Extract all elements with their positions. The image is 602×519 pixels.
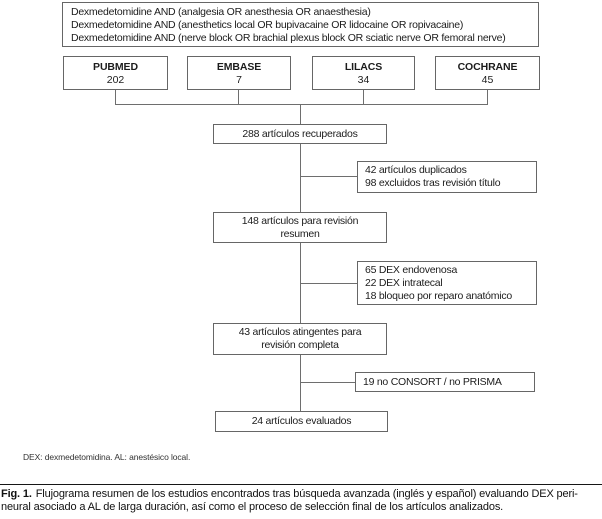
exclusion-line: 42 artículos duplicados: [365, 164, 467, 176]
figure-caption-line: Fig. 1.Flujograma resumen de los estudio…: [1, 488, 601, 501]
database-name: PUBMED: [93, 61, 138, 73]
exclusion-line: 22 DEX intratecal: [365, 277, 443, 289]
figure-caption-line: neural asociado a AL de larga duración, …: [1, 500, 504, 513]
connector-branch-no-guidelines: [301, 382, 355, 383]
connector-retrieved-to-abstract: [300, 144, 301, 212]
database-count: 7: [236, 74, 242, 86]
database-name: COCHRANE: [457, 61, 518, 73]
exclusion-line: 65 DEX endovenosa: [365, 264, 458, 276]
figure-number-label: Fig. 1.: [1, 488, 32, 500]
node-text: 43 artículos atingentes para: [238, 326, 362, 338]
node-abstract-review-box: 148 artículos para revisión resumen: [213, 212, 387, 243]
node-full-review-box: 43 artículos atingentes para revisión co…: [213, 323, 387, 355]
database-box-cochrane: COCHRANE 45: [435, 56, 540, 90]
database-count: 34: [357, 74, 370, 86]
caption-divider: [0, 484, 602, 486]
figure-caption-text: Flujograma resumen de los estudios encon…: [35, 488, 578, 500]
database-name: LILACS: [344, 61, 383, 73]
connector-branch-duplicates: [301, 176, 357, 177]
exclusion-line: 19 no CONSORT / no PRISMA: [363, 376, 502, 388]
connector-merge-bar: [115, 104, 488, 105]
database-box-embase: EMBASE 7: [187, 56, 291, 90]
database-name: EMBASE: [216, 61, 262, 73]
connector-branch-not-perineural: [301, 283, 357, 284]
exclusion-no-guidelines-box: 19 no CONSORT / no PRISMA: [355, 372, 535, 392]
figure-caption: Fig. 1.Flujograma resumen de los estudio…: [1, 488, 601, 513]
database-count: 202: [106, 74, 125, 86]
exclusion-line: 18 bloqueo por reparo anatómico: [365, 290, 512, 302]
search-strategy-box: Dexmedetomidine AND (analgesia OR anesth…: [62, 2, 539, 47]
node-text: 288 artículos recuperados: [242, 127, 358, 140]
exclusion-duplicates-box: 42 artículos duplicados 98 excluidos tra…: [357, 161, 537, 193]
node-text: 24 artículos evaluados: [251, 415, 352, 427]
database-count: 45: [481, 74, 494, 86]
database-box-lilacs: LILACS 34: [312, 56, 415, 90]
exclusion-line: 98 excluidos tras revisión título: [365, 177, 501, 189]
search-query-line: Dexmedetomidine AND (analgesia OR anesth…: [71, 6, 371, 18]
connector-cochrane-stub: [487, 90, 488, 104]
connector-embase-stub: [238, 90, 239, 104]
exclusion-not-perineural-box: 65 DEX endovenosa 22 DEX intratecal 18 b…: [357, 261, 537, 305]
connector-merge-drop: [300, 104, 301, 124]
connector-lilacs-stub: [363, 90, 364, 104]
connector-full-to-evaluated: [300, 355, 301, 411]
node-evaluated-box: 24 artículos evaluados: [215, 411, 388, 432]
node-text: revisión completa: [261, 339, 339, 351]
node-text: 148 artículos para revisión: [241, 214, 359, 227]
node-retrieved-box: 288 artículos recuperados: [213, 124, 387, 144]
node-text: resumen: [280, 227, 320, 240]
search-query-line: Dexmedetomidine AND (anesthetics local O…: [71, 19, 464, 31]
connector-abstract-to-full: [300, 243, 301, 323]
search-query-line: Dexmedetomidine AND (nerve block OR brac…: [71, 32, 506, 44]
abbreviation-footnote: DEX: dexmedetomidina. AL: anestésico loc…: [23, 452, 191, 462]
database-box-pubmed: PUBMED 202: [63, 56, 168, 90]
connector-pubmed-stub: [115, 90, 116, 104]
